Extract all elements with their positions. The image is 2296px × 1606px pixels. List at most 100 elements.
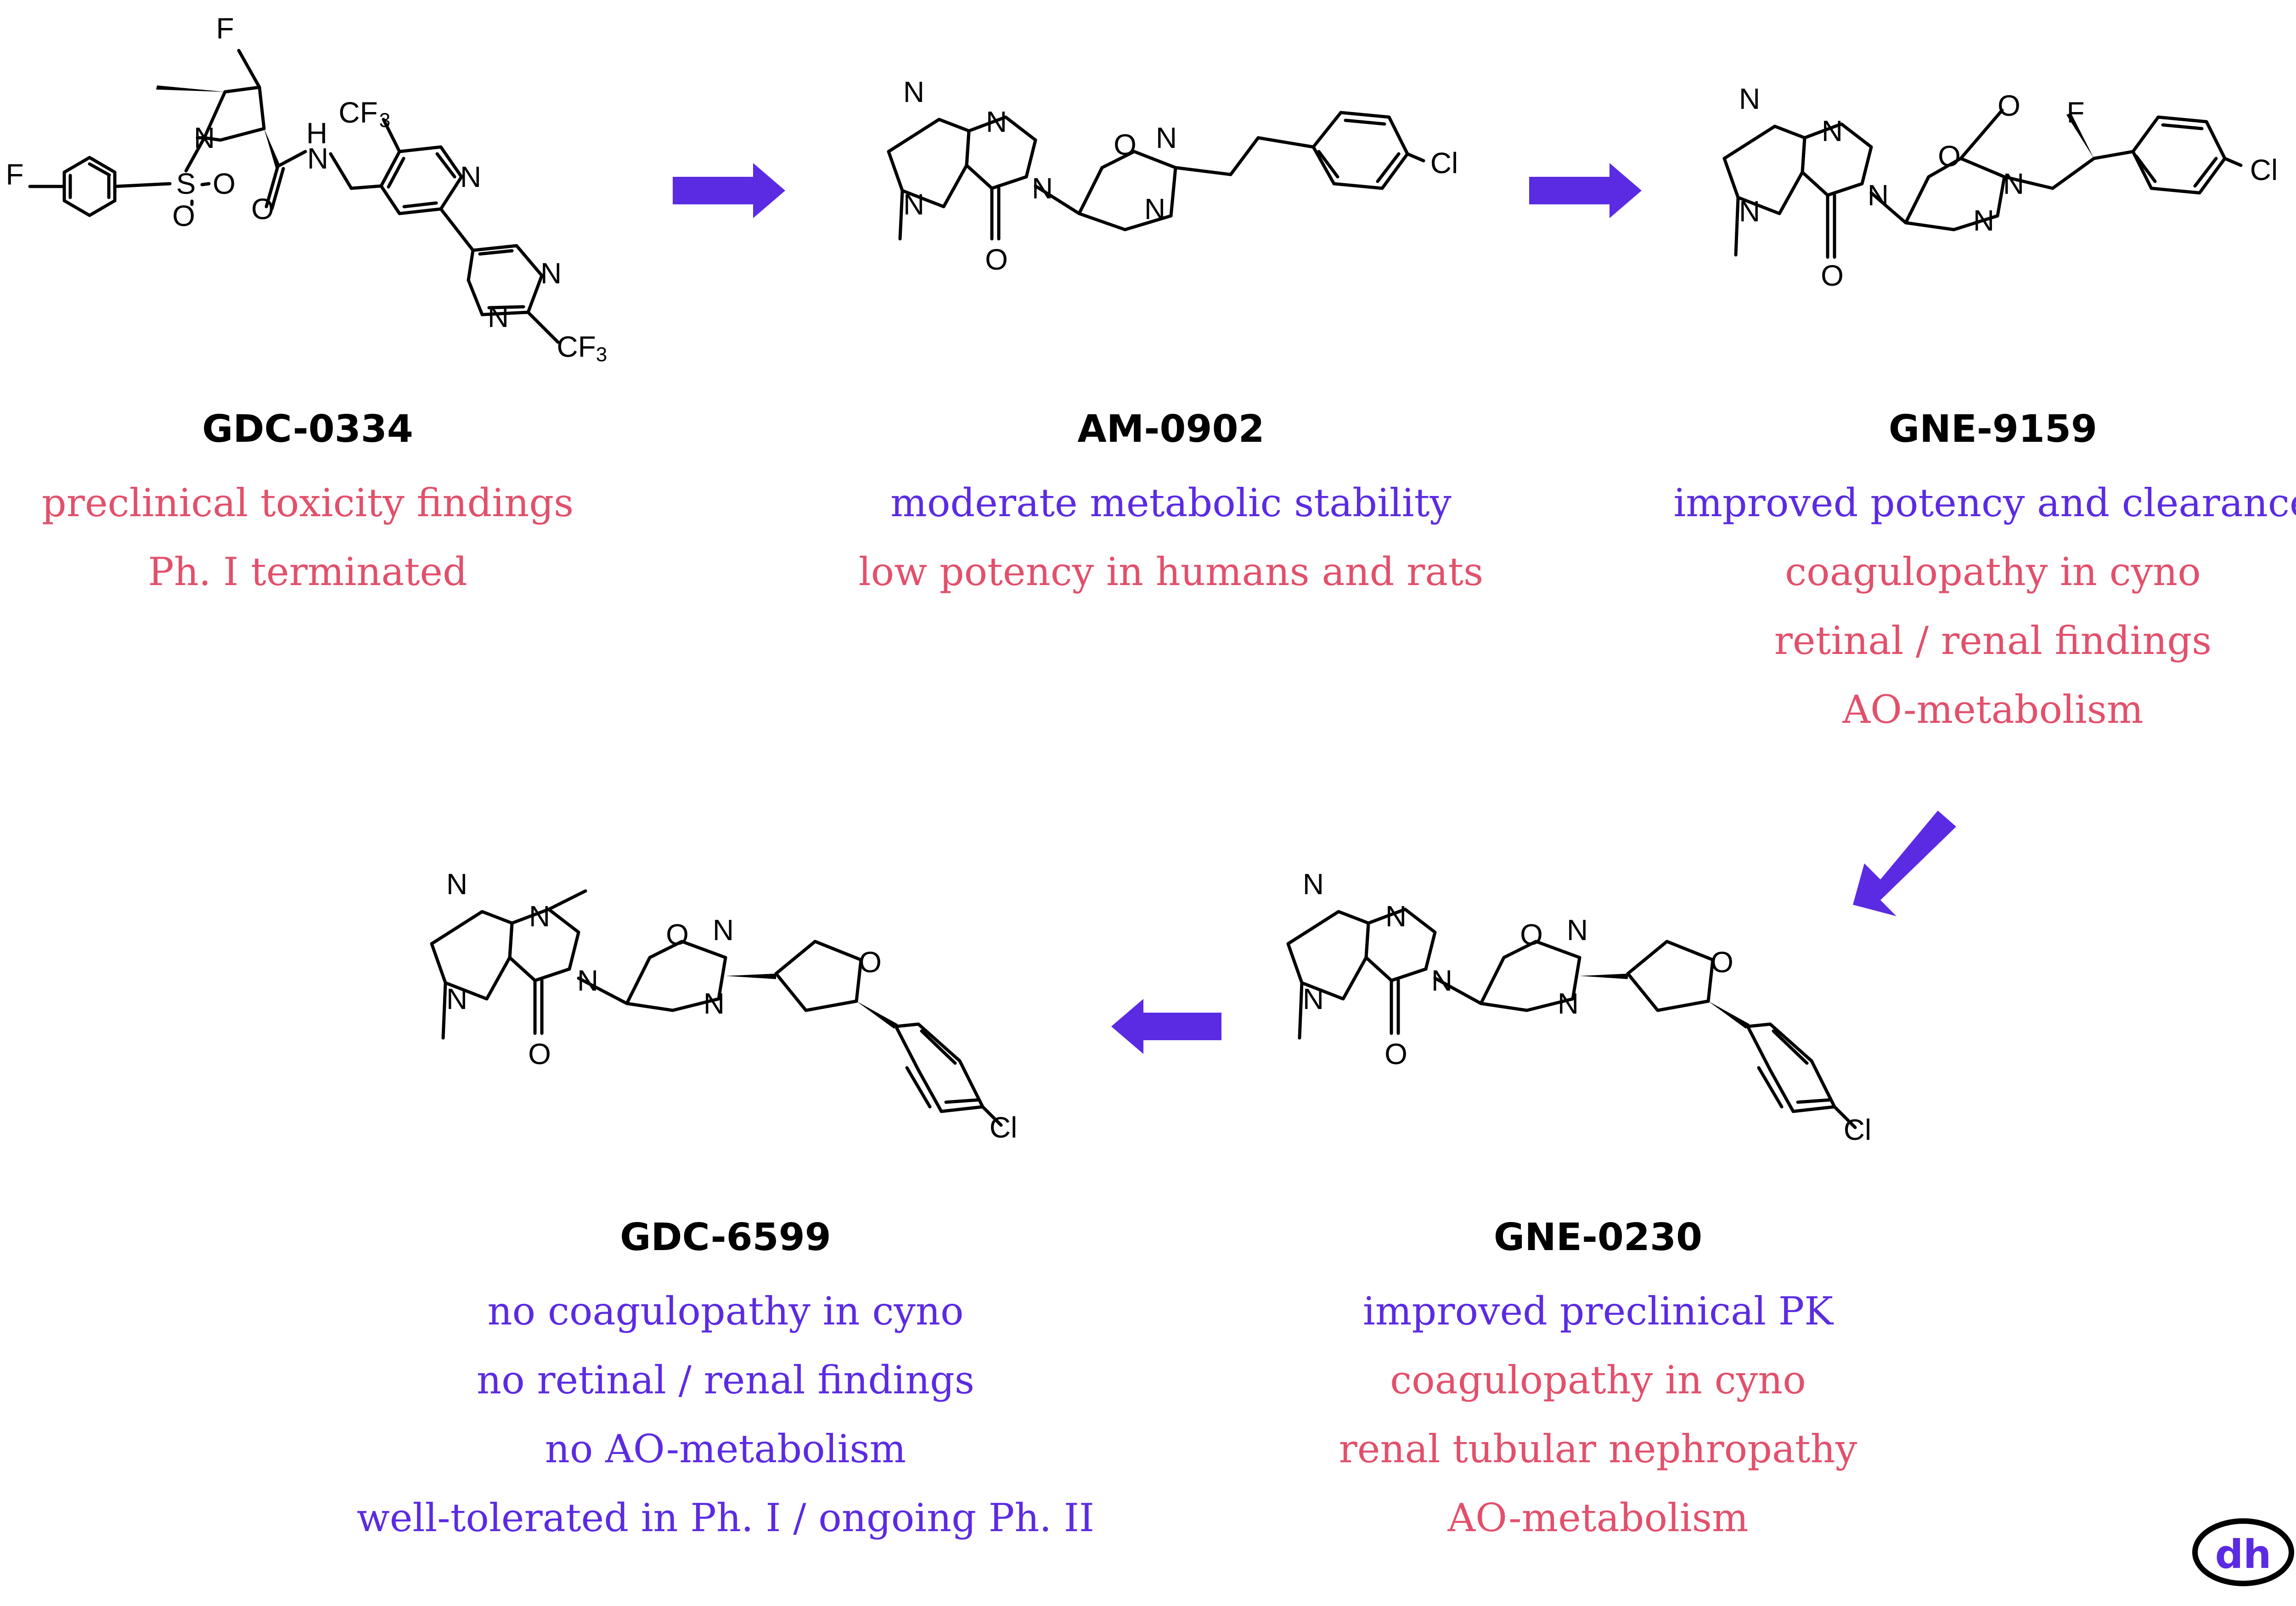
svg-text:N: N	[446, 868, 467, 901]
note-item: coagulopathy in cyno	[1390, 1358, 1806, 1403]
arrow-down-left	[1853, 811, 1956, 916]
svg-text:3: 3	[596, 344, 607, 366]
compound-name: GNE-0230	[1493, 1216, 1703, 1259]
svg-text:N: N	[1567, 913, 1588, 947]
svg-text:N: N	[713, 913, 734, 947]
svg-text:N: N	[1822, 114, 1843, 147]
svg-text:N: N	[1739, 82, 1760, 115]
svg-text:3: 3	[379, 109, 390, 132]
svg-text:CF: CF	[338, 96, 377, 129]
svg-text:N: N	[903, 188, 924, 221]
compound-name: GNE-9159	[1888, 407, 2098, 451]
note-item: no retinal / renal findings	[477, 1358, 974, 1403]
svg-text:O: O	[859, 946, 882, 979]
compound-am-0902: AM-0902 moderate metabolic stability low…	[850, 407, 1492, 606]
note-item: well-tolerated in Ph. I / ongoing Ph. II	[356, 1495, 1095, 1541]
arrow-right-2	[1529, 163, 1642, 218]
svg-text:N: N	[540, 257, 562, 290]
svg-text:F: F	[2066, 96, 2084, 129]
svg-text:Cl: Cl	[1844, 1113, 1871, 1146]
structure-gne-9159: N N N N O O O N N F Cl	[1722, 82, 2278, 292]
compound-name: GDC-6599	[620, 1216, 831, 1259]
note-item: Ph. I terminated	[148, 549, 467, 595]
svg-text:O: O	[985, 243, 1008, 276]
progression-arrows	[673, 163, 1956, 1054]
svg-text:O: O	[1520, 918, 1543, 951]
note-list: no coagulopathy in cyno no retinal / ren…	[335, 1277, 1116, 1552]
svg-text:N: N	[460, 160, 481, 193]
svg-text:N: N	[903, 75, 924, 108]
svg-text:N: N	[307, 142, 328, 175]
arrow-right-1	[673, 163, 785, 218]
svg-text:O: O	[1821, 259, 1844, 292]
note-item: coagulopathy in cyno	[1785, 549, 2201, 595]
note-item: moderate metabolic stability	[890, 480, 1452, 526]
svg-text:Cl: Cl	[2250, 153, 2278, 186]
svg-text:F: F	[6, 158, 23, 191]
structure-gdc-0334: F F N S O O O H N CF 3 N N N CF 3	[6, 12, 607, 366]
note-list: improved potency and clearance coagulopa…	[1671, 468, 2296, 744]
svg-text:N: N	[2003, 167, 2024, 200]
svg-text:N: N	[1558, 987, 1579, 1020]
logo-text: dh	[2215, 1532, 2272, 1578]
svg-text:O: O	[1711, 946, 1733, 979]
svg-text:N: N	[1144, 192, 1165, 225]
note-item: no coagulopathy in cyno	[487, 1289, 964, 1334]
svg-text:N: N	[1032, 172, 1053, 205]
svg-text:N: N	[446, 982, 467, 1015]
note-item: preclinical toxicity findings	[41, 480, 574, 526]
compound-name: AM-0902	[1077, 407, 1265, 451]
dh-logo-icon: dh	[2192, 1518, 2294, 1586]
svg-text:O: O	[528, 1037, 551, 1071]
svg-text:N: N	[1868, 179, 1889, 212]
arrow-left	[1111, 999, 1221, 1054]
svg-text:S: S	[176, 167, 196, 200]
svg-text:O: O	[213, 167, 236, 200]
svg-text:N: N	[194, 121, 215, 154]
compound-name: GDC-0334	[202, 407, 413, 451]
compound-gdc-0334: GDC-0334 preclinical toxicity findings P…	[9, 407, 606, 606]
svg-text:H: H	[306, 117, 327, 150]
svg-text:O: O	[1384, 1037, 1407, 1071]
svg-text:N: N	[986, 105, 1007, 138]
compound-gne-9159: GNE-9159 improved potency and clearance …	[1671, 407, 2296, 744]
structure-am-0902: N N N N O O N N Cl	[887, 75, 1458, 276]
compound-gdc-6599: GDC-6599 no coagulopathy in cyno no reti…	[335, 1217, 1116, 1552]
svg-text:N: N	[529, 900, 550, 933]
svg-text:O: O	[1998, 89, 2020, 122]
svg-text:N: N	[1385, 900, 1407, 933]
svg-text:N: N	[1303, 982, 1324, 1015]
svg-text:O: O	[172, 199, 195, 232]
note-item: no AO-metabolism	[545, 1426, 906, 1472]
note-list: moderate metabolic stability low potency…	[850, 468, 1492, 606]
svg-text:N: N	[1303, 868, 1324, 901]
svg-text:N: N	[488, 300, 509, 333]
note-item: AO-metabolism	[1447, 1495, 1749, 1541]
note-item: retinal / renal findings	[1774, 618, 2212, 664]
svg-text:O: O	[1114, 128, 1137, 161]
svg-text:Cl: Cl	[990, 1111, 1017, 1144]
compound-gne-0230: GNE-0230 improved preclinical PK coagulo…	[1277, 1217, 1919, 1552]
structure-gne-0230: N N N N O O N N O Cl	[1286, 868, 1871, 1146]
structure-gdc-6599: N N N N O O N N O Cl	[430, 868, 1017, 1144]
note-list: improved preclinical PK coagulopathy in …	[1277, 1277, 1919, 1552]
note-item: AO-metabolism	[1842, 687, 2144, 733]
svg-text:F: F	[216, 12, 234, 45]
svg-text:N: N	[703, 987, 725, 1020]
note-item: low potency in humans and rats	[858, 549, 1484, 595]
svg-text:O: O	[1938, 140, 1961, 173]
svg-text:O: O	[666, 918, 689, 951]
note-item: improved preclinical PK	[1363, 1289, 1833, 1334]
note-list: preclinical toxicity findings Ph. I term…	[9, 468, 606, 606]
svg-text:N: N	[1431, 964, 1452, 997]
svg-text:Cl: Cl	[1430, 147, 1458, 180]
svg-text:O: O	[251, 192, 274, 225]
note-item: renal tubular nephropathy	[1339, 1426, 1857, 1472]
note-item: improved potency and clearance	[1673, 480, 2296, 526]
svg-text:N: N	[1973, 204, 1994, 237]
svg-text:N: N	[577, 964, 598, 997]
svg-text:CF: CF	[557, 330, 596, 363]
svg-text:N: N	[1739, 195, 1760, 228]
svg-text:N: N	[1156, 121, 1177, 154]
